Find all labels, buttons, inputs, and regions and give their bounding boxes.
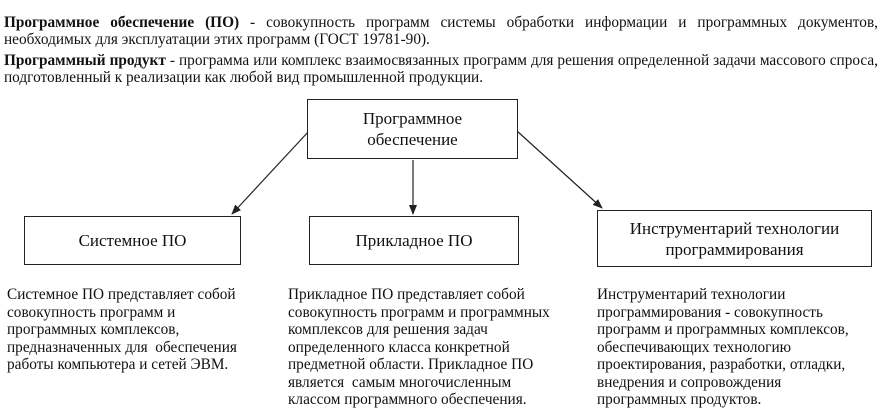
description-line: Инструментарий технологии — [597, 286, 786, 303]
description-line: совокупность программ и программных — [288, 303, 550, 321]
description-line: предназначенных для обеспечения — [7, 338, 237, 356]
description-line: программных продуктов. — [597, 391, 762, 408]
description-line: является самым многочисленным — [288, 373, 512, 391]
description-system-software: Системное ПО представляет собой совокупн… — [7, 286, 257, 374]
description-line: предметной области. Прикладное ПО — [288, 356, 534, 373]
description-line: классом программного обеспечения. — [288, 391, 527, 408]
description-line: проектирования, разработки, отладки, — [597, 356, 846, 373]
node-application-software: Прикладное ПО — [309, 216, 519, 265]
description-programming-tools: Инструментарий технологии программирован… — [597, 286, 877, 409]
definition-term: Программный продукт — [4, 52, 166, 70]
description-line: обеспечивающих технологию — [597, 338, 792, 356]
description-line: Системное ПО представляет собой — [7, 286, 236, 303]
arrow-to-system-software — [231, 130, 310, 215]
node-software: Программное обеспечение — [307, 99, 518, 159]
definition-term: Программное обеспечение (ПО) — [4, 14, 240, 32]
description-line: Прикладное ПО представляет собой — [288, 286, 525, 303]
arrow-to-programming-tools — [516, 130, 603, 209]
node-label-line: обеспечение — [367, 130, 458, 149]
definition-text: - совокупность программ системы обработк… — [4, 14, 878, 49]
description-line: работы компьютера и сетей ЭВМ. — [7, 356, 229, 373]
description-line: программных комплексов, — [7, 321, 180, 338]
description-line: внедрения и сопровождения — [597, 373, 782, 391]
definition-software-product: Программный продукт - программа или комп… — [4, 52, 878, 86]
description-line: программ и программных комплексов, — [597, 321, 849, 338]
description-line: определенного класса конкретной — [288, 338, 510, 356]
node-system-software: Системное ПО — [24, 216, 241, 265]
description-application-software: Прикладное ПО представляет собой совокуп… — [288, 286, 578, 409]
node-label-line: программирования — [665, 239, 804, 259]
definition-text: - программа или комплекс взаимосвязанных… — [4, 52, 879, 87]
node-label-line: Программное — [362, 109, 463, 128]
node-label-line: Прикладное ПО — [355, 231, 473, 250]
node-programming-tools: Инструментарий технологии программирован… — [597, 210, 872, 267]
description-line: программирования - совокупность — [597, 303, 823, 321]
description-line: комплексов для решения задач — [288, 321, 488, 338]
description-line: совокупность программ и — [7, 303, 176, 321]
node-label-line: Инструментарий технологии — [629, 218, 840, 238]
node-label-line: Системное ПО — [78, 231, 187, 250]
definition-software: Программное обеспечение (ПО) - совокупно… — [4, 14, 878, 48]
